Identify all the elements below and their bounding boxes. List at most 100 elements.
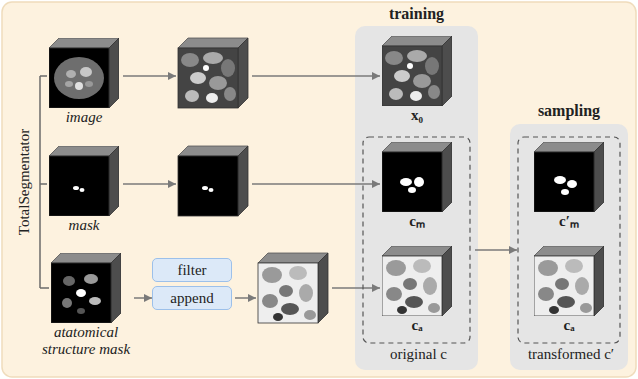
cube-top-face [534,142,604,152]
structure-blob [423,277,437,295]
flow-arrow [252,75,380,77]
cube-top-face [49,38,119,48]
structure-blob [555,278,569,290]
panel-title: sampling [510,98,628,124]
volume-cube-shape [534,142,604,212]
structure-blob [279,285,293,297]
structure-blob [273,313,283,321]
cube-side-face [109,146,119,216]
structure-blob [185,90,199,102]
volume-cube: cₐ [381,246,453,338]
volume-cube: mask [48,146,120,238]
structure-blob [63,276,75,286]
volume-cube-art [49,146,119,216]
volume-label: c′ₘ [533,213,605,230]
cube-side-face [238,146,248,216]
structure-blob [206,93,218,103]
volume-cube-art [382,246,452,316]
structure-blob [425,57,439,75]
structure-blob [262,294,278,308]
structure-blob [289,266,307,280]
volume-cube-art [534,142,604,212]
volume-cube-shape [382,142,452,212]
tool-label: TotalSegmentator [14,97,34,267]
volume-cube-shape [382,36,452,106]
dashed-border [518,137,620,343]
structure-blob [89,297,101,305]
structure-blob [76,289,86,297]
volume-cube-art [49,38,119,108]
cropped-mask-volume [178,146,248,216]
cube-front-face [258,263,318,323]
volume-label: mask [48,217,120,234]
cube-front-face [49,156,109,216]
volume-cube: x₀ [381,36,453,128]
structure-blob [565,259,583,273]
condition-group: original ccₘcₐ [362,136,475,364]
flow-arrow [123,183,176,185]
flow-arrow [235,297,256,299]
structure-blob [77,308,85,314]
structure-blob [428,85,440,99]
structure-blob [65,81,73,87]
structure-blob [407,50,427,62]
structure-blob [181,53,199,67]
volume-label: cₐ [533,317,605,334]
structure-blob [73,186,79,190]
structure-blob [386,260,406,276]
volume-cube-art [51,253,121,323]
panel-fills [355,26,628,370]
volume-label: image [48,109,120,126]
cube-side-face [594,142,604,212]
cube-front-face [382,152,442,212]
structure-blob [389,88,403,100]
volume-cube-art [382,36,452,106]
structure-blob [80,188,85,192]
cube-top-face [382,246,452,256]
process-box: append [152,286,232,310]
structure-blob [80,67,92,77]
cube-side-face [594,246,604,316]
bracket-line [40,75,47,77]
volume-cube-art [534,246,604,316]
panel-fill [355,26,478,370]
structure-blob [567,180,577,188]
structure-blob [410,91,422,101]
structure-blob [209,188,214,192]
cube-top-face [51,253,121,263]
filtered-structure-volume [258,253,328,323]
group-caption: transformed c′ [517,345,625,363]
cube-front-face [178,48,238,108]
flow-arrows [123,76,380,298]
cube-side-face [111,253,121,323]
process-label: filter [177,261,206,279]
branch-bracket [40,76,49,288]
volume-cube: atatomical structure mask [38,253,134,375]
volume-cube-shape [49,146,119,216]
cube-top-face [178,146,248,156]
volume-label: cₐ [381,317,453,334]
cube-side-face [442,142,452,212]
bracket-line [39,76,41,288]
volume-cube-art [382,142,452,212]
flow-arrow [332,287,380,289]
structure-blob [85,81,93,87]
volume-cube-shape [534,246,604,316]
volume-cube-shape [49,38,119,108]
bracket-line [40,183,47,185]
dashed-border [363,137,470,343]
stage-panel: trainingx₀original ccₘcₐ [355,2,478,370]
structure-blob [575,277,589,295]
panel-fill [510,124,628,370]
structure-blob [385,51,403,65]
structure-blob [538,260,558,276]
cube-side-face [109,38,119,108]
cube-top-face [258,253,328,263]
cube-front-face [534,152,594,212]
structure-blob [403,278,417,290]
cube-front-face [51,263,111,323]
volume-cube: cₐ [533,246,605,338]
cube-front-face [178,156,238,216]
